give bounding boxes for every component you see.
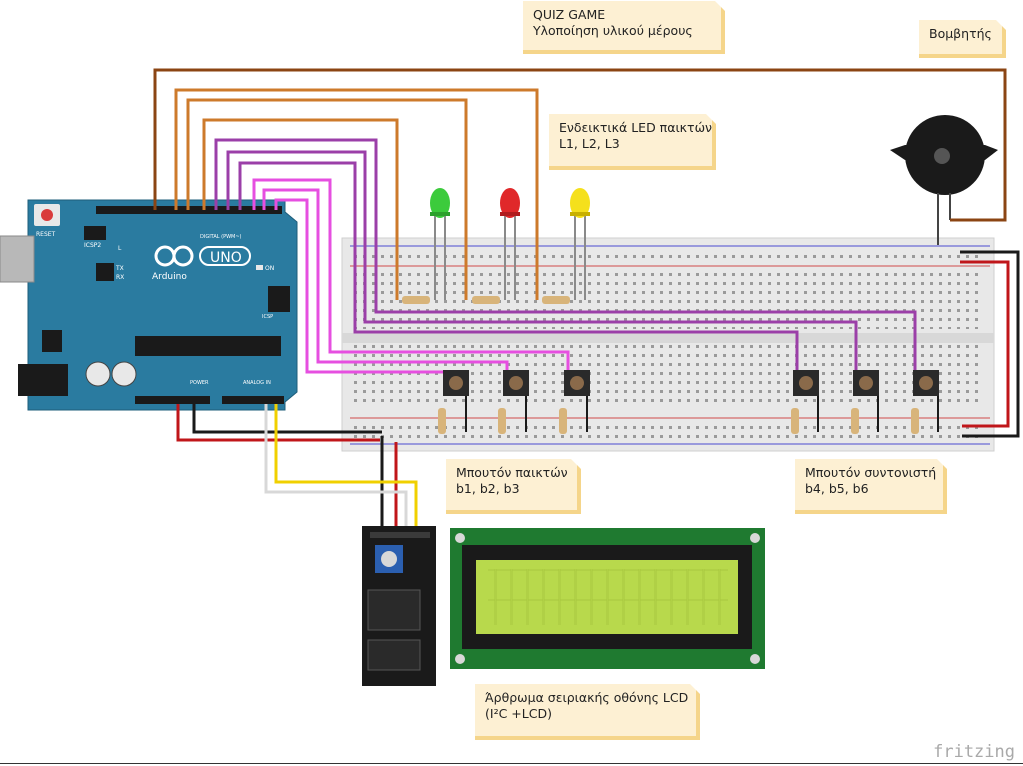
icsp2-label: ICSP2 — [84, 242, 101, 249]
wire-button-b2 — [262, 188, 509, 375]
logo-text: Arduino — [152, 272, 187, 282]
on-label: ON — [265, 265, 274, 272]
resistor — [402, 296, 430, 304]
lcd-display — [450, 528, 765, 669]
wire-led-l2 — [186, 98, 468, 300]
capacitor — [85, 361, 111, 387]
usb-connector — [0, 235, 35, 283]
capacitor — [111, 361, 137, 387]
wire-lcd-sda — [274, 404, 418, 535]
arduino-logo: UNO Arduino — [152, 245, 251, 282]
power-jack — [18, 364, 68, 396]
power-header — [135, 396, 210, 404]
power-wires — [176, 250, 1020, 535]
analog-header — [222, 396, 284, 404]
wire-5v — [176, 404, 380, 442]
leds-note-line-1: Ενδεικτικά LED παικτών — [559, 120, 713, 135]
button-b4[interactable] — [791, 370, 819, 434]
power-label: POWER — [190, 380, 209, 386]
coordinator-buttons-note-line-1: Μπουτόν συντονιστή — [805, 465, 937, 480]
wire-led-l1 — [202, 118, 399, 300]
player-buttons-note-line-2: b1, b2, b3 — [456, 481, 520, 496]
wire-button-b5 — [226, 150, 858, 375]
model-text: UNO — [210, 250, 242, 266]
buzzer-note: Βομβητής — [919, 20, 1006, 58]
wire-rail-gnd — [960, 250, 1020, 438]
wire-led-l3 — [174, 88, 539, 300]
buzzer — [890, 115, 998, 245]
button-b3[interactable] — [559, 370, 590, 434]
arduino-uno-board: RESET ICSP2 DIGITAL (PWM~) UNO Arduino O… — [0, 199, 298, 411]
wire-button-b4 — [238, 161, 799, 375]
led-resistors — [402, 296, 570, 304]
wire-button-b3 — [252, 178, 570, 375]
lcd-note: Άρθρωμα σειριακής οθόνης LCD (I²C +LCD) — [475, 684, 700, 740]
icsp-header — [268, 286, 290, 312]
icsp-label: ICSP — [262, 314, 273, 320]
led-label-rx: RX — [116, 274, 124, 281]
coordinator-buttons-note-line-2: b4, b5, b6 — [805, 481, 869, 496]
led-l1 — [430, 188, 450, 300]
button-b1[interactable] — [438, 370, 469, 434]
button-b2[interactable] — [498, 370, 529, 434]
title-line-2: Υλοποίηση υλικού μέρους — [533, 23, 693, 38]
usb-chip — [96, 263, 114, 281]
icsp2-header — [84, 226, 106, 240]
button-b5[interactable] — [851, 370, 879, 434]
title-note: QUIZ GAME Υλοποίηση υλικού μέρους — [523, 1, 725, 54]
led-label-l: L — [118, 245, 122, 252]
microcontroller-chip — [135, 336, 281, 356]
leds-note-line-2: L1, L2, L3 — [559, 136, 620, 151]
wire-gnd — [192, 404, 382, 434]
resistor — [542, 296, 570, 304]
reset-label: RESET — [36, 231, 56, 238]
coordinator-buttons-note: Μπουτόν συντονιστή b4, b5, b6 — [795, 459, 947, 514]
signal-wires — [153, 68, 1007, 375]
wire-button-b6 — [214, 138, 917, 375]
wire-rail-5v — [960, 260, 1010, 428]
wire-buzzer — [153, 68, 1007, 222]
leds-note: Ενδεικτικά LED παικτών L1, L2, L3 — [549, 114, 716, 170]
bottom-border — [0, 763, 1023, 764]
lcd-note-line-1: Άρθρωμα σειριακής οθόνης LCD — [485, 690, 689, 705]
buzzer-note-text: Βομβητής — [929, 26, 992, 41]
fritzing-watermark: fritzing — [933, 742, 1015, 762]
digital-label: DIGITAL (PWM~) — [200, 234, 242, 240]
led-label-tx: TX — [115, 265, 124, 272]
resistor — [472, 296, 500, 304]
wire-lcd-scl — [264, 404, 408, 535]
led-l2 — [500, 188, 520, 300]
button-b6[interactable] — [911, 370, 939, 434]
led-l3 — [570, 188, 590, 300]
i2c-module — [362, 526, 436, 686]
push-buttons — [438, 370, 939, 434]
lcd-note-line-2: (I²C +LCD) — [485, 706, 552, 721]
voltage-regulator — [42, 330, 62, 352]
title-line-1: QUIZ GAME — [533, 7, 606, 22]
analog-label: ANALOG IN — [243, 380, 271, 386]
player-buttons-note: Μπουτόν παικτών b1, b2, b3 — [446, 459, 581, 514]
player-buttons-note-line-1: Μπουτόν παικτών — [456, 465, 568, 480]
